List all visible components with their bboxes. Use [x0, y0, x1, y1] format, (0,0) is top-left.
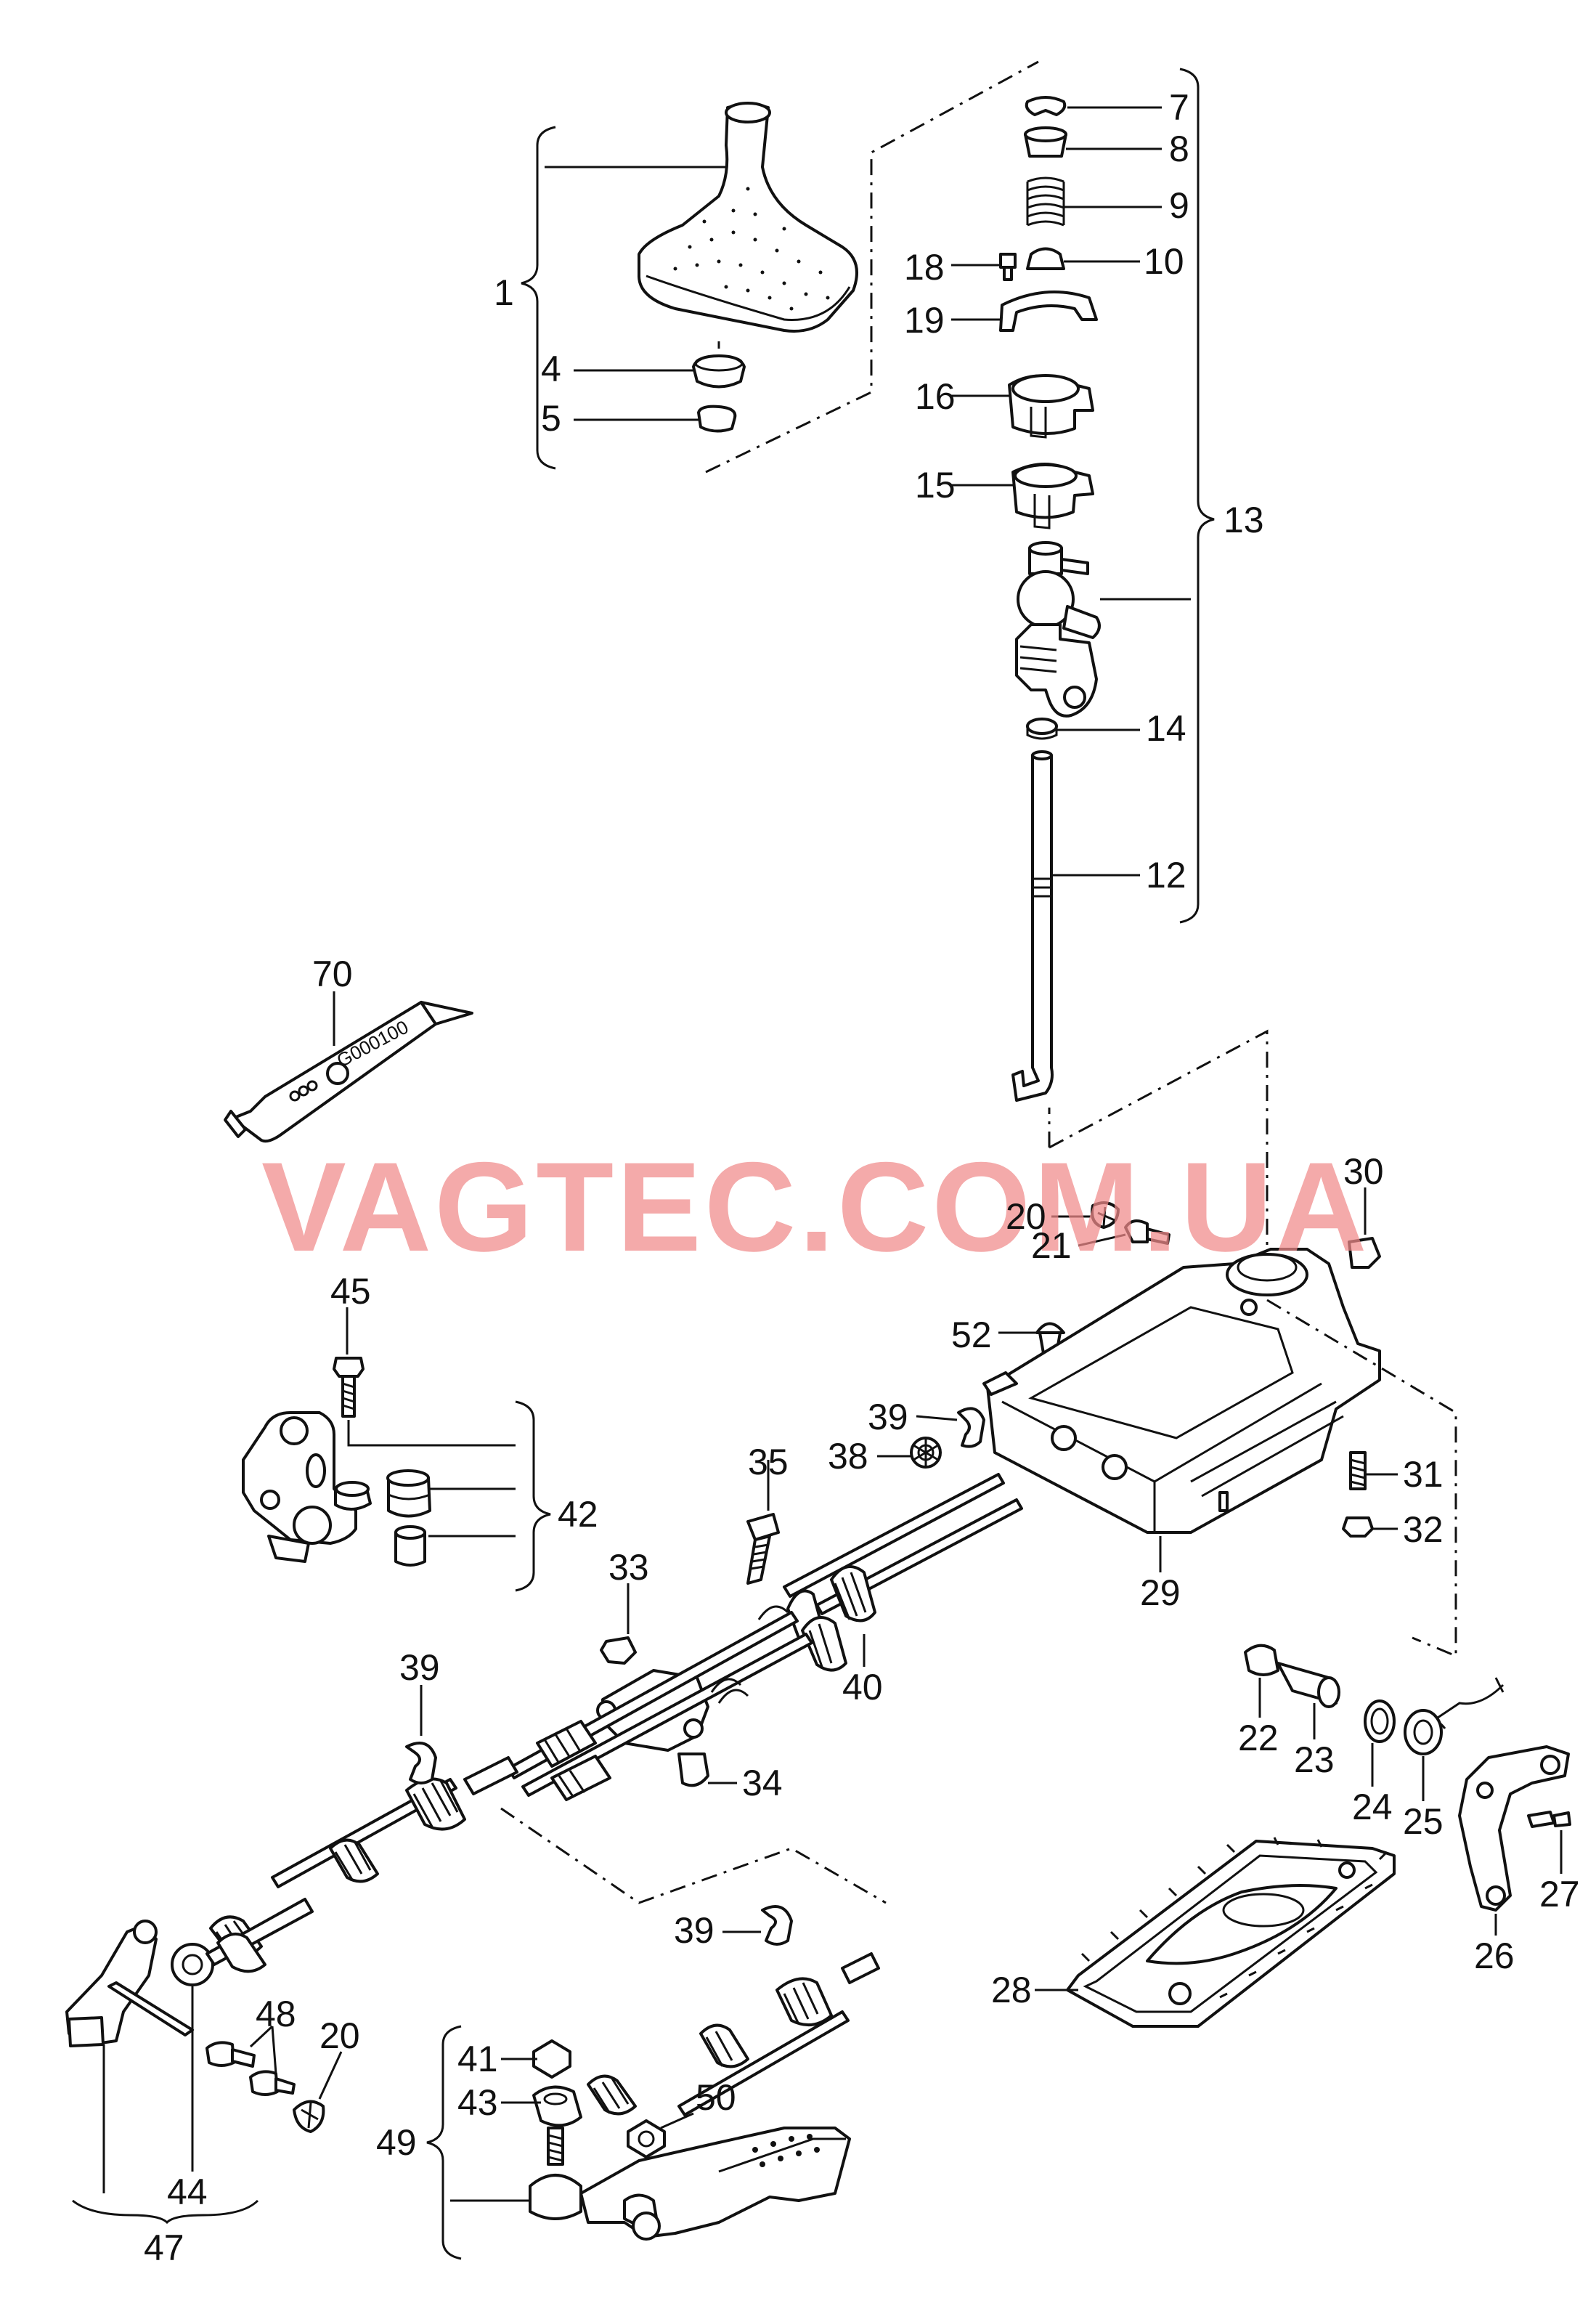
star-washer-icon	[910, 1437, 942, 1469]
callout-c30: 30	[1343, 1151, 1384, 1192]
callout-c40: 40	[842, 1667, 883, 1707]
shift-lever-assembly	[951, 68, 1215, 1102]
callout-c26: 26	[1474, 1936, 1515, 1976]
callout-c39b: 39	[399, 1647, 440, 1688]
callout-c25: 25	[1403, 1801, 1444, 1842]
callout-c44: 44	[167, 2172, 208, 2212]
callout-c5: 5	[541, 398, 561, 439]
callout-c20b: 20	[319, 2015, 360, 2056]
callout-c34: 34	[742, 1763, 783, 1803]
callout-c1: 1	[494, 272, 514, 313]
gearbox-lever	[426, 2025, 851, 2260]
shift-cables	[209, 1473, 1023, 2116]
callout-c10: 10	[1144, 241, 1184, 282]
callout-c18: 18	[904, 247, 945, 288]
callout-c28: 28	[991, 1970, 1032, 2010]
callout-c15: 15	[915, 465, 956, 505]
callout-c52: 52	[951, 1315, 992, 1355]
pivot-hardware	[1244, 1644, 1571, 1936]
shift-knob-assembly	[521, 102, 858, 470]
callout-c14: 14	[1146, 708, 1186, 749]
callout-c13: 13	[1224, 500, 1264, 540]
selector-lever	[65, 1898, 325, 2133]
callout-labels: 1457891018191615131412703020214552393842…	[144, 87, 1580, 2268]
callout-c48: 48	[256, 1994, 296, 2034]
callout-c24: 24	[1352, 1787, 1393, 1827]
callout-c23: 23	[1294, 1739, 1335, 1780]
callout-c50: 50	[696, 2077, 736, 2118]
callout-c21: 21	[1031, 1225, 1072, 1266]
callout-c39c: 39	[674, 1910, 714, 1951]
grease-tube-icon: G000100	[224, 1001, 473, 1143]
callout-c32: 32	[1403, 1509, 1444, 1550]
spring-icon	[1026, 176, 1065, 227]
callout-c7: 7	[1169, 87, 1189, 128]
watermark: VAGTEC.COM.UA	[261, 1137, 1370, 1278]
callout-c43: 43	[457, 2082, 498, 2123]
callout-c16: 16	[915, 376, 956, 417]
callout-c20a: 20	[1006, 1196, 1046, 1237]
callout-c38: 38	[828, 1436, 868, 1477]
callout-c4: 4	[541, 349, 561, 389]
callout-c22: 22	[1238, 1718, 1279, 1758]
callout-c33: 33	[608, 1547, 649, 1588]
callout-c42: 42	[558, 1494, 598, 1535]
shift-housing	[982, 1248, 1381, 1534]
callout-c19: 19	[904, 300, 945, 341]
callout-c49: 49	[376, 2122, 417, 2163]
callout-c35: 35	[748, 1442, 789, 1482]
support-bracket	[242, 1357, 551, 1592]
callout-c31: 31	[1403, 1454, 1444, 1495]
circlip-icon	[957, 1407, 985, 1448]
callout-c39a: 39	[868, 1397, 908, 1437]
callout-c27: 27	[1539, 1874, 1580, 1914]
callout-c8: 8	[1169, 129, 1189, 169]
callout-c45: 45	[330, 1271, 371, 1312]
stud-bolt-icon	[1342, 1451, 1374, 1538]
callout-c12: 12	[1146, 855, 1186, 895]
callout-c9: 9	[1169, 185, 1189, 226]
callout-c70: 70	[312, 954, 353, 994]
seal-plate	[1035, 1837, 1396, 2028]
callout-c47: 47	[144, 2227, 184, 2268]
callout-c41: 41	[457, 2039, 498, 2079]
callout-c29: 29	[1140, 1572, 1181, 1613]
